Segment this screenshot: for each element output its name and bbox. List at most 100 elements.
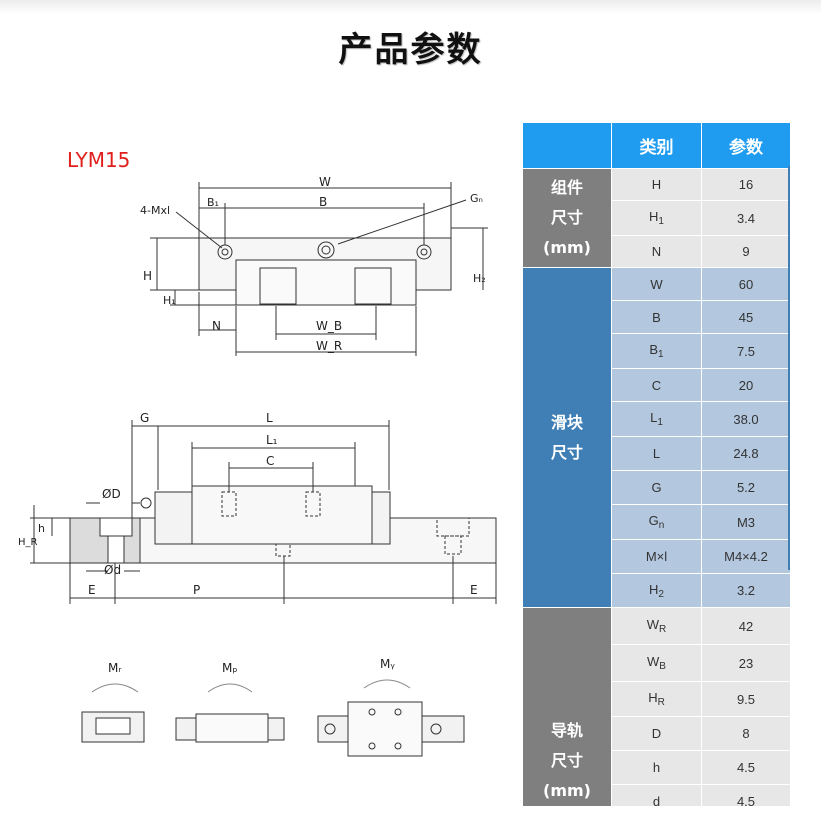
header-blank xyxy=(522,122,612,169)
moment-diagrams xyxy=(81,679,465,757)
dim-c-label: C xyxy=(266,454,274,468)
param-name: WB xyxy=(611,644,702,682)
param-value: M3 xyxy=(701,504,790,540)
model-label: LYM15 xyxy=(67,148,131,172)
dim-l-label: L xyxy=(266,411,273,425)
param-symbol: L xyxy=(652,446,661,461)
param-subscript: n xyxy=(658,520,665,531)
param-value: 60 xyxy=(701,267,790,301)
param-symbol: d xyxy=(652,794,661,806)
group-label-line: 尺寸 xyxy=(550,442,583,462)
group-label-line: 尺寸 xyxy=(550,751,583,770)
dim-h-small-label: h xyxy=(38,522,45,535)
param-name: d xyxy=(611,784,702,806)
param-name: HR xyxy=(611,681,702,717)
dim-h2-label: H₂ xyxy=(473,272,486,285)
param-name: Gn xyxy=(611,504,702,540)
param-name: W xyxy=(611,267,702,301)
dim-phid-small-label: Ød xyxy=(104,563,121,577)
dim-b1-label: B₁ xyxy=(207,196,219,209)
param-name: L1 xyxy=(611,401,702,437)
dim-h1-label: H₁ xyxy=(163,294,176,307)
group-label-line: 导轨 xyxy=(550,721,583,740)
table-row: L 24.8 xyxy=(523,436,790,471)
param-name: D xyxy=(611,716,702,751)
param-symbol: N xyxy=(651,244,662,259)
param-subscript: B xyxy=(659,661,666,672)
param-subscript: R xyxy=(657,697,665,708)
param-value: 9 xyxy=(701,235,790,268)
param-name: B1 xyxy=(611,333,702,369)
param-name: N xyxy=(611,235,702,268)
param-symbol: W xyxy=(650,276,663,292)
param-name: M×l xyxy=(611,539,702,574)
header-params: 参数 xyxy=(701,122,790,169)
dim-e-right-label: E xyxy=(470,583,478,597)
page-title: 产品参数 xyxy=(338,30,483,70)
param-value: 9.5 xyxy=(701,681,790,717)
dim-hr-label: H_R xyxy=(18,537,38,548)
param-name: B xyxy=(611,300,702,334)
param-name: h xyxy=(611,750,702,785)
param-value: 20 xyxy=(701,368,790,402)
dim-p-label: P xyxy=(193,583,200,597)
dim-n-label: N xyxy=(212,319,221,333)
param-symbol: B xyxy=(652,309,661,325)
param-symbol: W xyxy=(647,654,660,669)
param-symbol: H xyxy=(648,690,658,705)
dim-w-label: W xyxy=(319,175,331,189)
param-symbol: H xyxy=(651,177,662,192)
side-view xyxy=(30,420,497,604)
group-label-line: (mm) xyxy=(543,781,591,800)
param-name: H xyxy=(611,168,702,201)
group-label-line: 尺寸 xyxy=(550,208,583,227)
group-label-line: (mm) xyxy=(543,238,591,257)
param-subscript: 1 xyxy=(658,349,664,360)
dim-b-label: B xyxy=(319,195,327,209)
param-subscript: 2 xyxy=(658,588,664,600)
param-name: L xyxy=(611,436,702,471)
dim-g-label: G xyxy=(140,411,149,425)
dim-4mxl-label: 4-Mxl xyxy=(140,204,170,217)
param-name: H1 xyxy=(611,200,702,236)
param-value: 8 xyxy=(701,716,790,751)
param-value: 4.5 xyxy=(701,784,790,806)
param-value: 42 xyxy=(701,607,790,645)
param-symbol: B xyxy=(649,342,659,357)
param-symbol: G xyxy=(648,513,659,528)
header-category: 类别 xyxy=(611,122,702,169)
param-symbol: M×l xyxy=(645,549,668,564)
param-value: 3.2 xyxy=(701,573,790,608)
top-gradient-band xyxy=(0,0,821,14)
moment-my-label: Mᵧ xyxy=(380,657,395,671)
table-header-row: 类别 参数 xyxy=(522,122,790,169)
group-label-line: 组件 xyxy=(550,178,583,197)
param-value: 16 xyxy=(701,168,790,201)
param-value: 5.2 xyxy=(701,470,790,505)
param-value: 24.8 xyxy=(701,436,790,471)
dim-l1-label: L₁ xyxy=(266,433,278,447)
param-value: 7.5 xyxy=(701,333,790,369)
group-label: 组件尺寸 (mm) xyxy=(522,168,612,268)
dim-h-label: H xyxy=(143,269,152,283)
table-right-edge xyxy=(788,166,790,570)
moment-mp-label: Mₚ xyxy=(222,661,238,675)
cross-section-view xyxy=(150,182,488,356)
param-symbol: L xyxy=(650,410,658,425)
param-symbol: h xyxy=(652,760,661,775)
param-name: WR xyxy=(611,607,702,645)
dim-wr-label: W_R xyxy=(316,339,342,353)
